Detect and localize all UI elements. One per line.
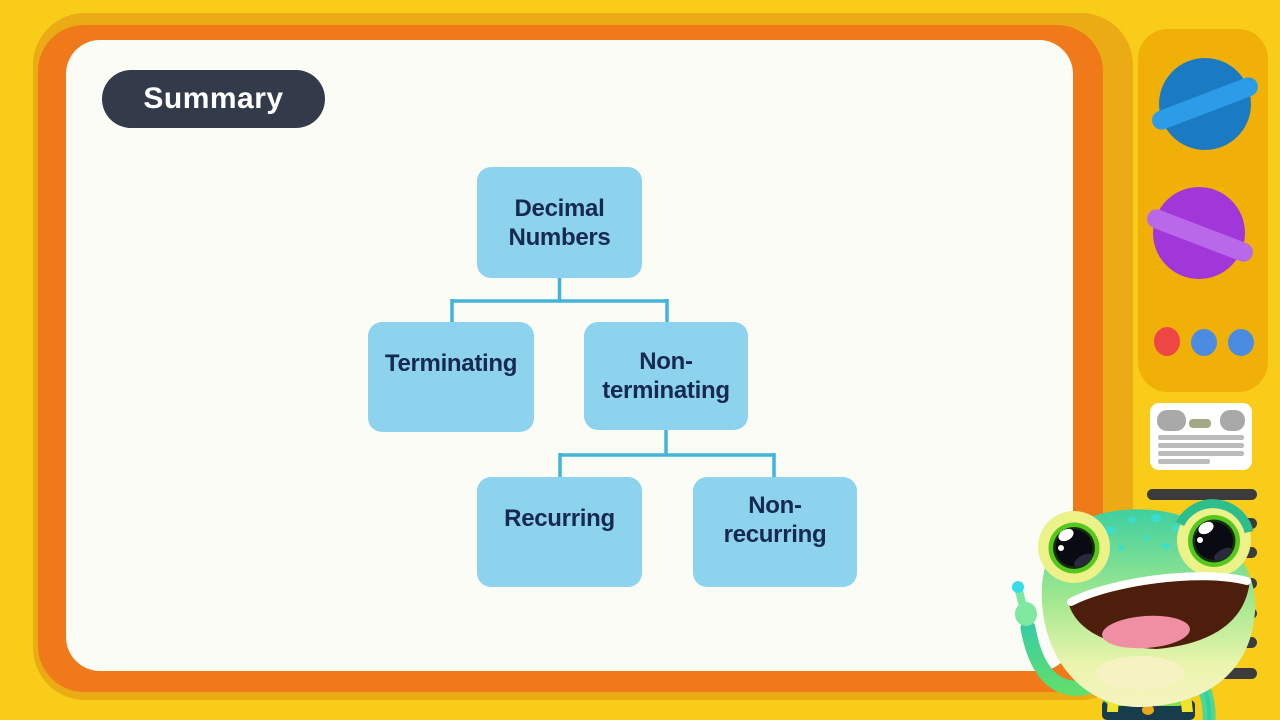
blue-dot-icon: [1228, 329, 1254, 356]
document-icon-line: [1158, 451, 1244, 456]
node-label-line: Recurring: [504, 504, 615, 532]
node-label-line: Numbers: [508, 223, 611, 251]
red-dot-icon: [1154, 327, 1180, 356]
flowchart-node-non-terminating: Non- terminating: [584, 322, 748, 430]
gecko-pointing-hand: [1012, 581, 1100, 696]
blue-dot-icon: [1191, 329, 1217, 356]
document-icon-line: [1158, 443, 1244, 448]
document-icon-block: [1220, 410, 1245, 431]
document-icon-line: [1158, 435, 1244, 440]
flowchart-node-decimal-numbers: Decimal Numbers: [477, 167, 642, 278]
document-icon-block: [1157, 410, 1186, 431]
stripe-bar: [1147, 489, 1257, 500]
node-label-line: Decimal: [514, 194, 605, 222]
flowchart-node-recurring: Recurring: [477, 477, 642, 587]
node-label-line: Non-: [639, 348, 693, 375]
node-label-line: Non-: [748, 492, 802, 519]
gecko-mouth: [1067, 572, 1251, 690]
summary-title-pill: Summary: [102, 70, 325, 128]
gecko-head: [1038, 499, 1256, 708]
summary-title-label: Summary: [143, 82, 284, 115]
gecko-left-eye: [1038, 511, 1110, 583]
flowchart-node-non-recurring: Non- recurring: [693, 477, 857, 587]
document-icon-line: [1158, 459, 1210, 464]
node-label-line: terminating: [602, 377, 730, 404]
gecko-mascot: [1012, 499, 1256, 720]
flowchart-node-terminating: Terminating: [368, 322, 534, 432]
node-label-line: Terminating: [384, 349, 518, 377]
node-label-line: recurring: [723, 521, 827, 548]
document-icon-tab: [1189, 419, 1211, 428]
gecko-right-eye: [1175, 499, 1254, 577]
document-icon: [1150, 403, 1252, 470]
